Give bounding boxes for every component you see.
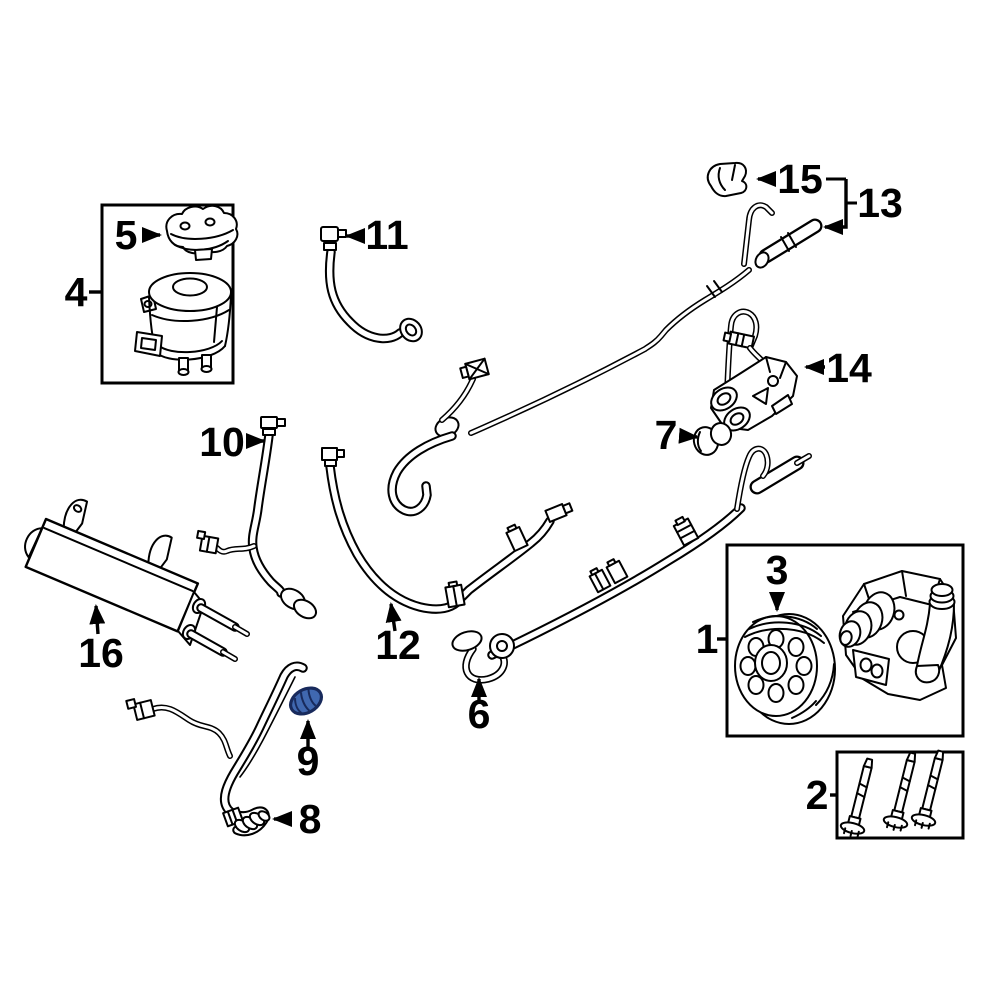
callout-12-label: 12 [375,622,421,668]
callout-14: 14 [804,345,872,391]
bolt [910,749,945,830]
hose-6 [451,445,812,684]
valve-14 [710,308,798,432]
callout-2-label: 2 [806,772,829,818]
cap-7 [692,422,733,456]
callout-15: 15 [756,156,823,202]
callout-8: 8 [272,796,322,842]
callout-9: 9 [297,719,320,784]
callout-13: 13 [823,177,903,235]
callout-14-label: 14 [826,345,872,391]
reservoir-group-box [100,203,239,385]
bolts-group-box [835,749,965,840]
callout-3-label: 3 [766,547,789,593]
callout-4-label: 4 [65,269,88,315]
callout-13-label: 13 [857,180,903,226]
hose-assembly-13 [387,161,823,517]
hose-12 [321,447,574,614]
highlighted-seal-9 [288,686,324,716]
bolt [882,751,917,832]
callout-7: 7 [655,412,699,458]
hose-10 [196,416,318,620]
callout-5: 5 [115,212,162,258]
hose-6-clip [672,515,700,547]
hose-12-clamp2 [505,523,529,553]
callout-6-label: 6 [468,691,491,737]
hose-12-end [544,502,574,523]
hose-8-left-fitting [125,698,156,721]
hose-6-clamp [588,567,612,594]
callouts: 1 2 3 4 5 6 7 8 [65,156,903,842]
hose-10-side-fitting [196,529,220,555]
callout-12: 12 [375,602,421,668]
callout-1-label: 1 [696,616,719,662]
callout-1: 1 [696,616,727,662]
hose-8 [125,661,308,837]
callout-4: 4 [65,269,102,315]
hose-12-clamp [444,580,466,609]
callout-11: 11 [345,212,409,258]
hose-13-fitting [459,357,490,381]
callout-7-label: 7 [655,412,678,458]
callout-11-label: 11 [365,212,408,258]
pulley [734,613,836,725]
callout-9-label: 9 [297,738,320,784]
pump-group-box [725,543,965,738]
callout-16-label: 16 [78,630,124,676]
pump [838,570,957,701]
reservoir-cap [165,204,239,261]
callout-8-label: 8 [299,796,322,842]
callout-6: 6 [468,677,491,737]
reservoir-bottle [134,272,232,376]
callout-3: 3 [766,547,789,612]
callout-16: 16 [78,604,124,676]
callout-2: 2 [806,772,838,818]
hose-11 [320,226,423,344]
callout-10: 10 [199,419,266,465]
callout-10-label: 10 [199,419,245,465]
callout-5-label: 5 [115,212,138,258]
seal-body [288,686,324,716]
cooler [24,498,250,662]
fitting-6 [451,630,515,684]
hose-6-clamp2 [605,558,629,585]
callout-15-label: 15 [777,156,823,202]
clip-15 [706,161,748,198]
bolt [839,757,874,838]
